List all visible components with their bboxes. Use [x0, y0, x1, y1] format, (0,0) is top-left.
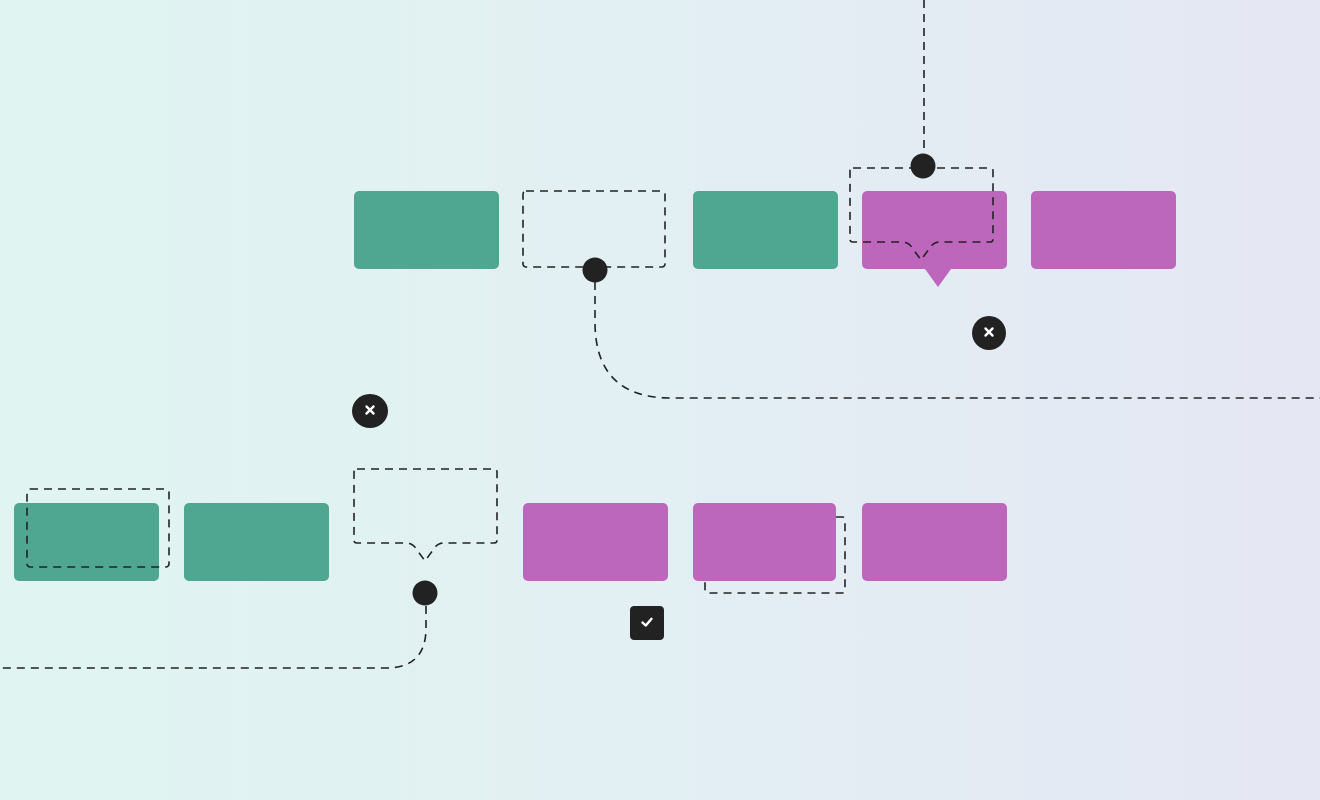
connection-handle-bottom — [412, 580, 438, 606]
row2-teal-block-2[interactable] — [184, 503, 329, 581]
block-pointer — [925, 269, 951, 287]
row2-magenta-block-2[interactable] — [693, 503, 836, 581]
reject-badge-1[interactable] — [972, 316, 1006, 350]
connector-line-right — [594, 282, 1320, 399]
connection-handle-placeholder — [582, 257, 608, 283]
callout-outline-bottom — [353, 468, 498, 563]
connection-handle-top — [910, 153, 936, 179]
row1-magenta-block-2[interactable] — [1031, 191, 1176, 269]
row1-magenta-block-1[interactable] — [862, 191, 1007, 269]
row2-offset-outline — [704, 516, 846, 594]
row2-magenta-block-3[interactable] — [862, 503, 1007, 581]
row2-selection-outline — [26, 488, 170, 568]
row2-teal-block-1[interactable] — [14, 503, 159, 581]
connector-line-left — [0, 606, 427, 669]
row1-placeholder-slot — [522, 190, 666, 268]
close-icon — [363, 402, 377, 421]
accept-badge[interactable] — [630, 606, 664, 640]
row2-magenta-block-1[interactable] — [523, 503, 668, 581]
close-icon — [982, 324, 996, 343]
check-icon — [640, 614, 654, 633]
row1-teal-block-2[interactable] — [693, 191, 838, 269]
reject-badge-2[interactable] — [352, 394, 388, 428]
callout-outline-top — [849, 167, 994, 262]
row1-teal-block-1[interactable] — [354, 191, 499, 269]
